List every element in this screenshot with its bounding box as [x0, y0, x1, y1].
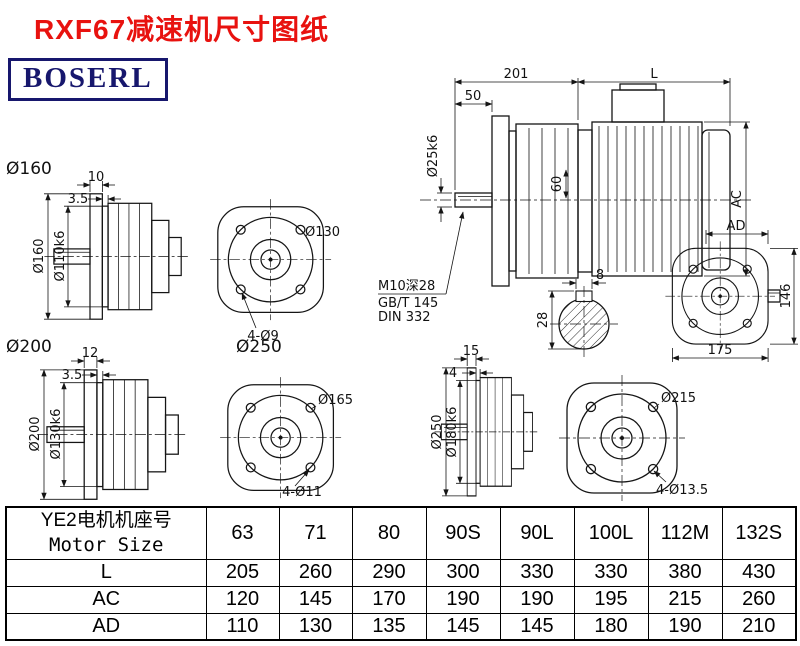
flange-160-label: Ø160 — [6, 159, 52, 179]
table-cell: 330 — [573, 558, 649, 587]
table-row-L: L 205 260 290 300 330 330 380 430 — [5, 558, 797, 587]
size-col: 100L — [573, 506, 649, 560]
table-cell: 130 — [278, 612, 353, 641]
dimension-table: YE2电机机座号 Motor Size 63 71 80 90S 90L 100… — [5, 506, 797, 641]
tap-note: M10深28 — [378, 279, 435, 294]
dim-flange-dia: Ø200 — [28, 416, 43, 451]
dim-holes: 4-Ø13.5 — [656, 483, 708, 498]
brand-logo: BOSERL — [8, 58, 168, 101]
dim-spigot-dia: Ø130k6 — [49, 409, 64, 460]
table-cell: 215 — [647, 585, 723, 614]
row-label: AD — [5, 612, 207, 641]
dim-key-width-label: 8 — [596, 268, 604, 283]
flange-200-label: Ø200 — [6, 337, 52, 357]
dim-flange-thickness: 10 — [88, 170, 105, 185]
table-cell: 260 — [721, 585, 797, 614]
drawing-output-side-view: AD 146 175 — [664, 219, 798, 362]
standard-note-2: DIN 332 — [378, 310, 431, 325]
size-col: 90S — [425, 506, 501, 560]
dim-flange-dia: Ø160 — [32, 238, 47, 273]
table-row-AD: AD 110 130 135 145 145 180 190 210 — [5, 612, 797, 641]
page-title: RXF67减速机尺寸图纸 — [34, 14, 330, 45]
table-cell: 290 — [351, 558, 427, 587]
size-col: 80 — [351, 506, 427, 560]
dim-175-label: 175 — [708, 343, 733, 358]
dim-AC-label: AC — [730, 190, 745, 208]
dim-bolt-circle: Ø130 — [305, 225, 340, 240]
drawing-key-section: 8 28 — [536, 268, 618, 358]
dim-201-label: 201 — [504, 67, 529, 82]
motor-size-header-cn: YE2电机机座号 — [40, 510, 172, 532]
dim-spigot-dia: Ø110k6 — [53, 231, 68, 282]
table-cell: 145 — [278, 585, 353, 614]
table-header-row: YE2电机机座号 Motor Size 63 71 80 90S 90L 100… — [5, 506, 797, 560]
dim-bolt-circle: Ø215 — [661, 391, 696, 406]
drawing-flange-250: Ø250 15 4 Ø250 Ø180k6 Ø215 4-Ø13.5 — [236, 337, 708, 502]
table-cell: 145 — [425, 612, 501, 641]
dim-holes: 4-Ø9 — [247, 329, 278, 344]
table-row-AC: AC 120 145 170 190 190 195 215 260 — [5, 585, 797, 614]
dim-shaft-dia-label: Ø25k6 — [426, 135, 441, 178]
dim-L-label: L — [650, 67, 658, 82]
dim-key-height-label: 28 — [536, 312, 551, 329]
dim-146-label: 146 — [779, 284, 794, 309]
size-col: 132S — [721, 506, 797, 560]
table-cell: 190 — [425, 585, 501, 614]
table-cell: 135 — [351, 612, 427, 641]
table-cell: 180 — [573, 612, 649, 641]
dim-spigot-depth: 3.5 — [62, 368, 83, 383]
dim-AD-label: AD — [727, 219, 746, 234]
size-col: 63 — [205, 506, 280, 560]
dim-bolt-circle: Ø165 — [318, 393, 353, 408]
dim-flange-thickness: 15 — [463, 344, 480, 359]
size-col: 71 — [278, 506, 353, 560]
table-cell: 190 — [499, 585, 575, 614]
dim-spigot-depth: 4 — [449, 366, 457, 381]
dim-60-label: 60 — [550, 176, 565, 193]
dim-holes: 4-Ø11 — [282, 485, 322, 500]
table-cell: 330 — [499, 558, 575, 587]
table-cell: 430 — [721, 558, 797, 587]
table-cell: 145 — [499, 612, 575, 641]
row-label: AC — [5, 585, 207, 614]
table-cell: 300 — [425, 558, 501, 587]
motor-size-header: YE2电机机座号 Motor Size — [5, 506, 207, 560]
table-cell: 380 — [647, 558, 723, 587]
size-col: 112M — [647, 506, 723, 560]
table-cell: 210 — [721, 612, 797, 641]
dim-50-label: 50 — [465, 89, 482, 104]
drawing-flange-160: Ø160 10 3.5 Ø160 Ø110k6 Ø130 4-Ø9 — [6, 159, 340, 344]
table-cell: 190 — [647, 612, 723, 641]
drawing-main-assembly: 201 L 50 Ø25k6 60 AC M10深28 GB/T — [378, 67, 752, 325]
dim-flange-dia: Ø250 — [430, 414, 445, 449]
dim-spigot-dia: Ø180k6 — [445, 407, 460, 458]
motor-size-header-en: Motor Size — [49, 534, 164, 557]
table-cell: 195 — [573, 585, 649, 614]
table-cell: 110 — [205, 612, 280, 641]
size-col: 90L — [499, 506, 575, 560]
drawing-flange-200: Ø200 12 3.5 Ø200 Ø130k6 Ø165 4-Ø11 — [6, 337, 353, 500]
standard-note-1: GB/T 145 — [378, 296, 438, 311]
table-cell: 205 — [205, 558, 280, 587]
dim-flange-thickness: 12 — [82, 346, 99, 361]
technical-drawing: 201 L 50 Ø25k6 60 AC M10深28 GB/T — [6, 67, 798, 502]
row-label: L — [5, 558, 207, 587]
flange-250-label: Ø250 — [236, 337, 282, 357]
dim-spigot-depth: 3.5 — [68, 192, 89, 207]
table-cell: 170 — [351, 585, 427, 614]
table-cell: 120 — [205, 585, 280, 614]
table-cell: 260 — [278, 558, 353, 587]
